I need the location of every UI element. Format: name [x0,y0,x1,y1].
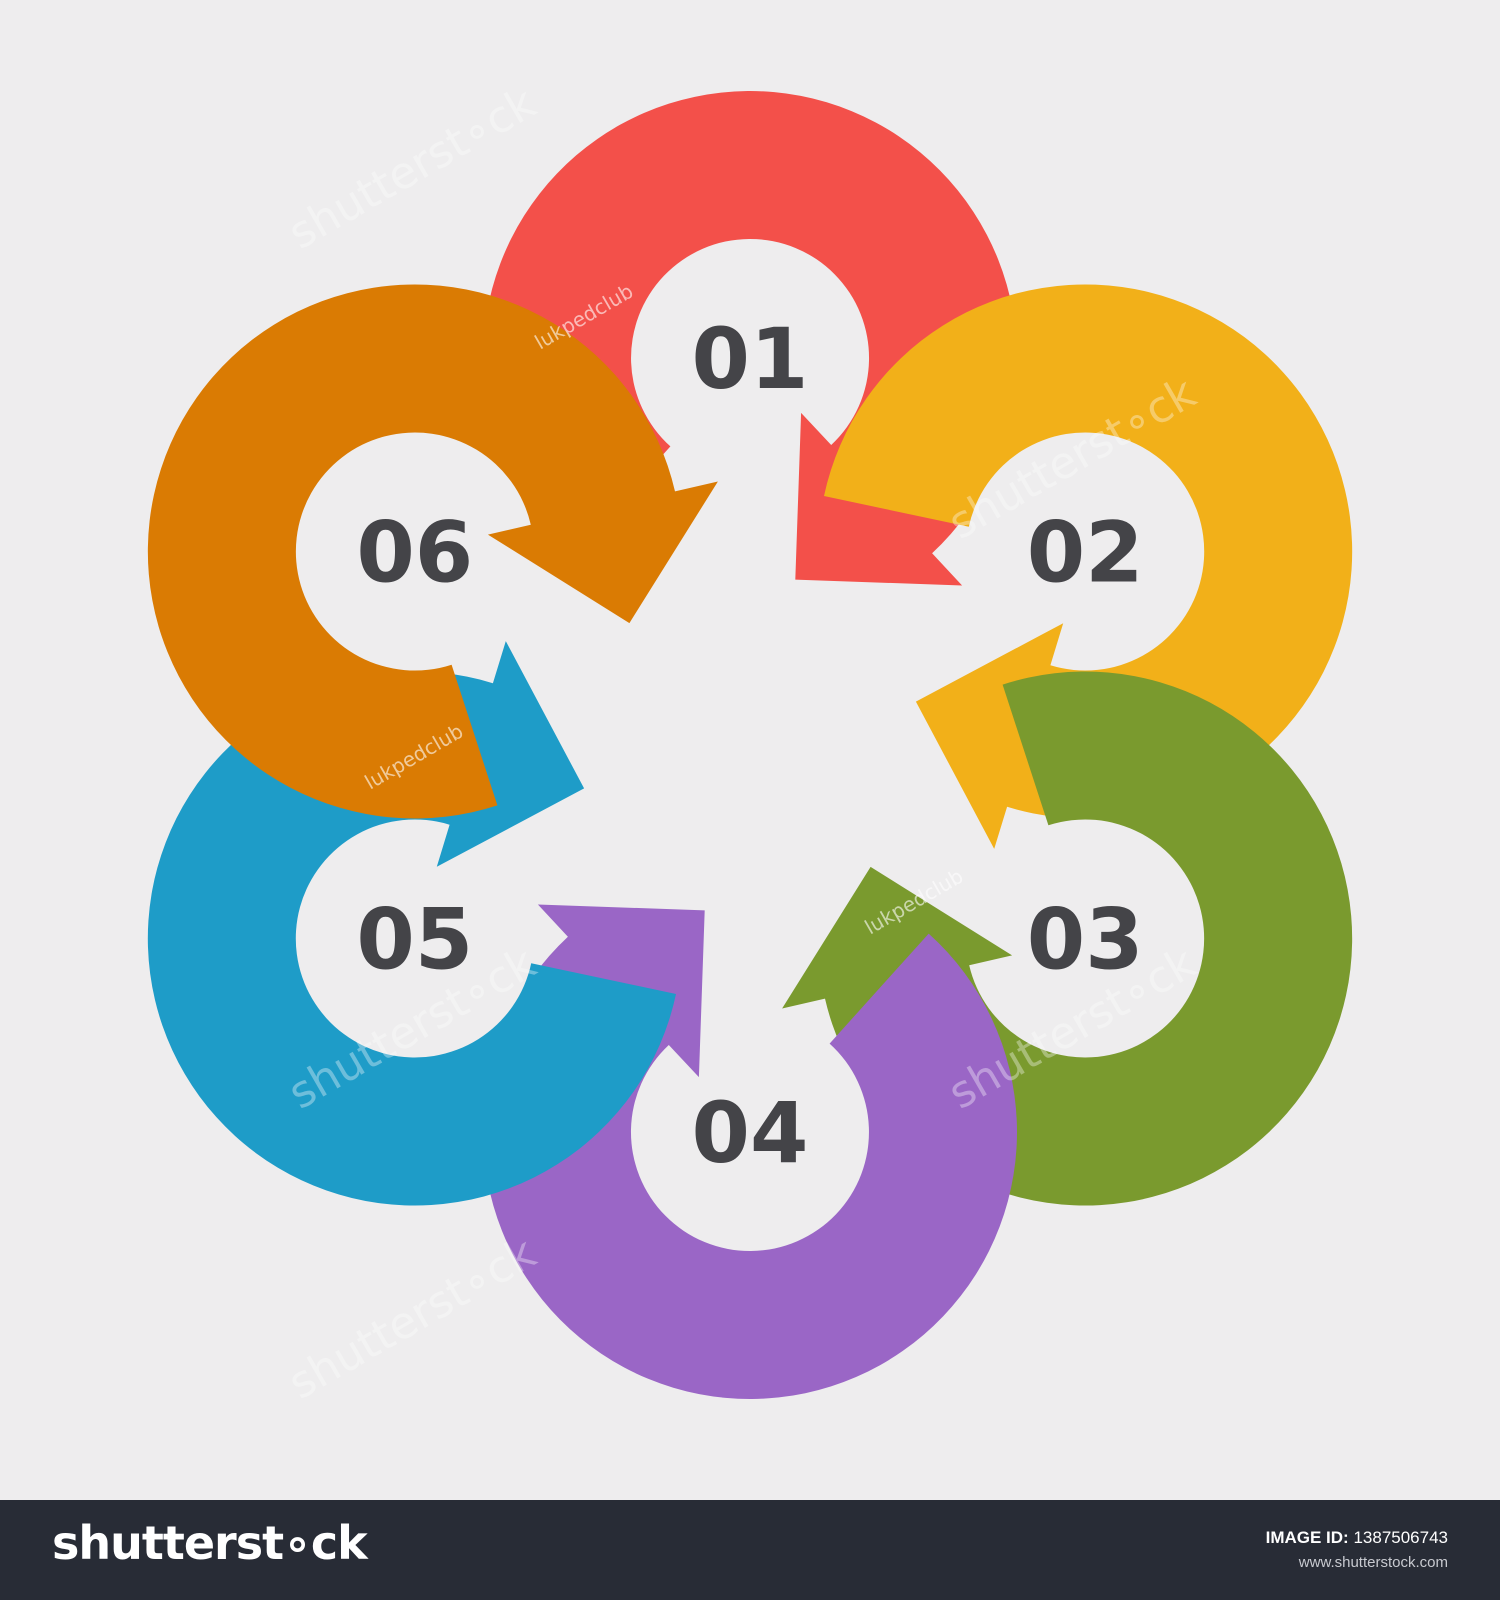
step-number-06: 06 [356,504,473,602]
image-id-block: IMAGE ID: 1387506743 www.shutterstock.co… [1266,1528,1448,1571]
watermark-brand: shutterst∘ck [280,1227,545,1409]
footer-url: www.shutterstock.com [1298,1554,1448,1571]
step-arrow-05 [147,641,676,1206]
step-rings [147,91,1353,1399]
step-number-04: 04 [692,1084,809,1182]
step-number-02: 02 [1027,504,1144,602]
watermark-brand: shutterst∘ck [280,77,545,259]
image-id-label: IMAGE ID: [1265,1528,1349,1547]
step-arrow-02 [824,284,1353,849]
step-number-05: 05 [356,891,473,989]
step-number-01: 01 [692,310,809,408]
image-id-value: 1387506743 [1353,1528,1448,1547]
step-numbers: 01 02 03 04 05 06 [356,310,1143,1182]
footer-bar: shutterst∘ck IMAGE ID: 1387506743 www.sh… [0,1500,1500,1600]
footer-logo: shutterst∘ck [52,1516,368,1570]
step-arrow-06 [147,284,718,819]
step-number-03: 03 [1027,891,1144,989]
